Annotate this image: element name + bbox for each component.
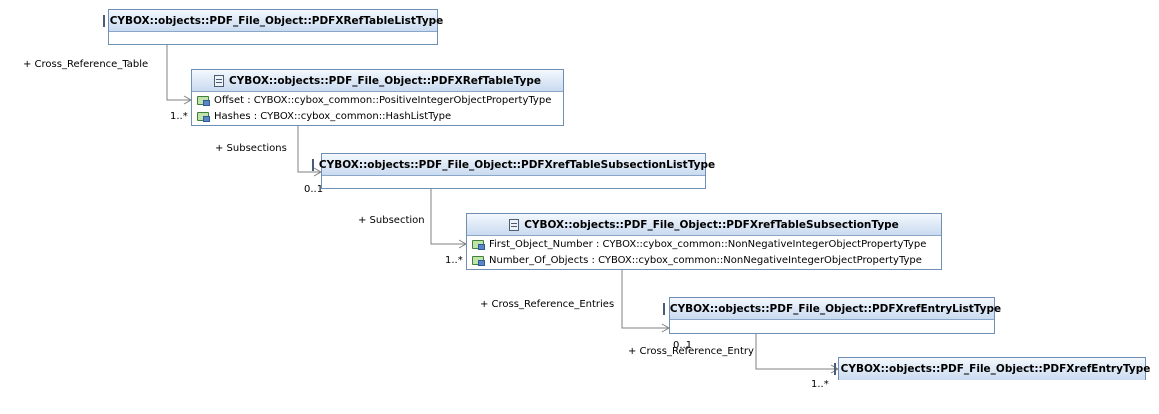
- class-header: CYBOX::objects::PDF_File_Object::PDFXRef…: [102, 10, 443, 32]
- attribute-text: First_Object_Number : CYBOX::cybox_commo…: [489, 238, 927, 250]
- class-name: CYBOX::objects::PDF_File_Object::PDFXRef…: [228, 74, 542, 87]
- class-pdfxreftablesubsectiontype[interactable]: CYBOX::objects::PDF_File_Object::PDFXref…: [466, 213, 942, 270]
- class-name: CYBOX::objects::PDF_File_Object::PDFXref…: [669, 302, 1002, 315]
- association-line-cross-reference-entry: [755, 334, 838, 370]
- attribute-row[interactable]: Offset : CYBOX::cybox_common::PositiveIn…: [192, 92, 563, 108]
- attribute-text: Offset : CYBOX::cybox_common::PositiveIn…: [214, 94, 552, 106]
- role-label-subsections: + Subsections: [215, 143, 287, 154]
- attribute-icon: [472, 239, 485, 250]
- attribute-row[interactable]: First_Object_Number : CYBOX::cybox_commo…: [467, 236, 941, 252]
- multiplicity-label: 1..*: [445, 255, 463, 266]
- multiplicity-label: 1..*: [811, 379, 829, 390]
- association-line-cross-reference-entries: [621, 270, 669, 329]
- class-icon: [102, 14, 105, 27]
- class-name: CYBOX::objects::PDF_File_Object::PDFXRef…: [109, 14, 444, 27]
- class-header: CYBOX::objects::PDF_File_Object::PDFXref…: [833, 358, 1150, 380]
- role-label-cross-reference-entry: + Cross_Reference_Entry: [628, 346, 754, 357]
- association-line-cross-reference-table: [166, 45, 191, 101]
- class-icon: [509, 218, 520, 231]
- association-line-subsection: [430, 189, 466, 245]
- class-header: CYBOX::objects::PDF_File_Object::PDFXref…: [467, 214, 941, 236]
- class-pdfxrefentrylisttype[interactable]: CYBOX::objects::PDF_File_Object::PDFXref…: [662, 297, 1001, 334]
- attribute-row[interactable]: Hashes : CYBOX::cybox_common::HashListTy…: [192, 108, 563, 124]
- multiplicity-label: 0..1: [304, 184, 324, 195]
- attribute-icon: [197, 111, 210, 122]
- class-icon: [213, 74, 224, 87]
- class-name: CYBOX::objects::PDF_File_Object::PDFXref…: [524, 218, 899, 231]
- attribute-icon: [472, 255, 485, 266]
- attribute-list: First_Object_Number : CYBOX::cybox_commo…: [467, 236, 941, 268]
- class-header: CYBOX::objects::PDF_File_Object::PDFXref…: [311, 154, 715, 176]
- class-header: CYBOX::objects::PDF_File_Object::PDFXref…: [662, 298, 1001, 320]
- class-header: CYBOX::objects::PDF_File_Object::PDFXRef…: [192, 70, 563, 92]
- class-pdfxrefentrytype[interactable]: CYBOX::objects::PDF_File_Object::PDFXref…: [833, 357, 1150, 380]
- class-name: CYBOX::objects::PDF_File_Object::PDFXref…: [318, 158, 716, 171]
- class-pdfxreftablelisttype[interactable]: CYBOX::objects::PDF_File_Object::PDFXRef…: [102, 9, 443, 45]
- attribute-row[interactable]: Number_Of_Objects : CYBOX::cybox_common:…: [467, 252, 941, 268]
- class-name: CYBOX::objects::PDF_File_Object::PDFXref…: [840, 363, 1151, 375]
- role-label-cross-reference-table: + Cross_Reference_Table: [23, 59, 149, 70]
- class-pdfxreftablesubsectionlisttype[interactable]: CYBOX::objects::PDF_File_Object::PDFXref…: [311, 153, 715, 189]
- role-label-subsection: + Subsection: [358, 215, 425, 226]
- multiplicity-label: 0..1: [673, 340, 693, 351]
- association-line-subsections: [297, 125, 321, 173]
- attribute-text: Number_Of_Objects : CYBOX::cybox_common:…: [489, 254, 922, 266]
- attribute-text: Hashes : CYBOX::cybox_common::HashListTy…: [214, 110, 452, 122]
- class-icon: [311, 158, 314, 171]
- attribute-list: Offset : CYBOX::cybox_common::PositiveIn…: [192, 92, 563, 124]
- class-pdfxreftabletype[interactable]: CYBOX::objects::PDF_File_Object::PDFXRef…: [191, 69, 564, 126]
- attribute-icon: [197, 95, 210, 106]
- role-label-cross-reference-entries: + Cross_Reference_Entries: [480, 299, 615, 310]
- class-icon: [662, 302, 665, 315]
- class-icon: [833, 363, 836, 375]
- multiplicity-label: 1..*: [170, 111, 188, 122]
